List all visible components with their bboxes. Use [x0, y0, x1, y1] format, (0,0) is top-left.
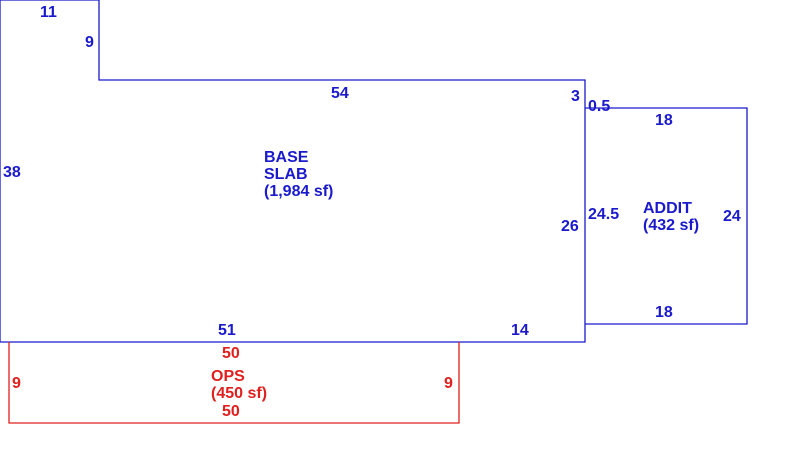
ops-area: (450 sf) [211, 385, 267, 402]
base-slab-label-line2: SLAB [264, 166, 308, 183]
addit-dim-top: 18 [655, 112, 673, 129]
addit-dim-left: 24.5 [588, 206, 619, 223]
base-dim-bottom-left: 51 [218, 322, 236, 339]
ops-outline [8, 342, 460, 424]
ops-dim-left: 9 [12, 375, 21, 392]
base-dim-left-side: 38 [3, 164, 21, 181]
base-dim-top-main: 54 [331, 85, 349, 102]
base-slab-area: (1,984 sf) [264, 183, 333, 200]
base-dim-bottom-right: 14 [511, 322, 529, 339]
addit-dim-bottom: 18 [655, 304, 673, 321]
base-dim-right-side: 26 [561, 218, 579, 235]
base-dim-right-step: 3 [571, 88, 580, 105]
base-dim-notch-depth: 9 [85, 34, 94, 51]
base-slab-outline [0, 0, 586, 343]
ops-dim-bottom: 50 [222, 403, 240, 420]
addit-area: (432 sf) [643, 217, 699, 234]
addit-dim-right: 24 [723, 208, 741, 225]
ops-dim-top: 50 [222, 345, 240, 362]
ops-dim-right: 9 [444, 375, 453, 392]
ops-label: OPS [211, 368, 245, 385]
addit-dim-offset: 0.5 [588, 98, 610, 115]
addit-label: ADDIT [643, 200, 692, 217]
base-slab-label-line1: BASE [264, 149, 309, 166]
base-dim-top-notch: 11 [40, 4, 57, 21]
addit-outline [585, 107, 748, 325]
